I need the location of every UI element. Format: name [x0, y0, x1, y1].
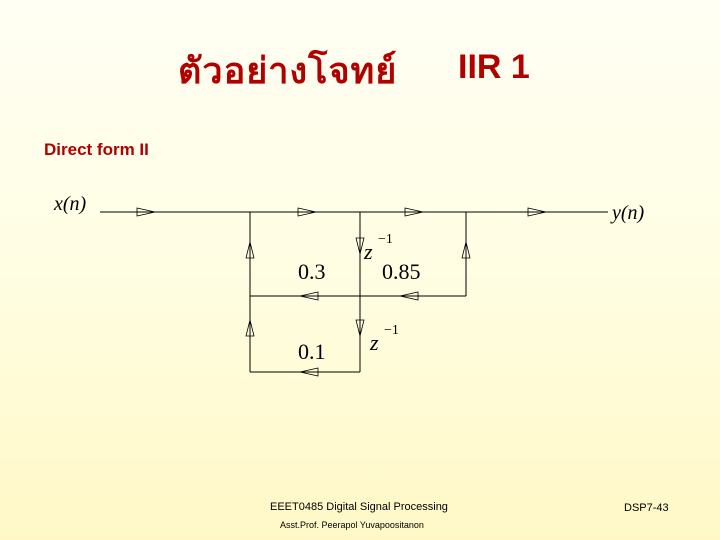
slide-subtitle: Direct form II — [44, 140, 149, 159]
feedforward-coefficient-1: 0.85 — [382, 259, 421, 284]
arrow-up-icon — [245, 241, 255, 259]
delay-1: z −1 — [363, 232, 393, 264]
arrow-down-icon — [355, 319, 365, 337]
arrow-right-icon — [527, 207, 547, 217]
arrow-left-icon — [399, 291, 419, 301]
arrow-up-icon — [461, 241, 471, 259]
delay-1-exponent: −1 — [378, 232, 393, 247]
arrows — [136, 207, 547, 377]
feedback-coefficient-2: 0.1 — [298, 339, 326, 364]
arrow-right-icon — [297, 207, 317, 217]
arrow-right-icon — [136, 207, 156, 217]
arrow-left-icon — [299, 367, 319, 377]
slide-title-english: IIR 1 — [458, 48, 530, 86]
delay-2-base: z — [369, 330, 379, 355]
delay-2-exponent: −1 — [384, 323, 399, 338]
signal-lines — [100, 211, 608, 373]
arrow-right-icon — [404, 207, 424, 217]
footer-page-number: DSP7-43 — [624, 502, 669, 514]
input-label: x(n) — [53, 193, 87, 215]
footer-course-name: EEET0485 Digital Signal Processing — [270, 501, 448, 513]
feedback-coefficient-1: 0.3 — [298, 259, 326, 284]
slide-title-thai: ตัวอย่างโจทย์ — [178, 50, 398, 92]
output-label: y(n) — [610, 202, 645, 224]
arrow-up-icon — [245, 319, 255, 337]
arrow-left-icon — [299, 291, 319, 301]
arrow-down-icon — [355, 237, 365, 255]
footer-author: Asst.Prof. Peerapol Yuvapoositanon — [280, 520, 424, 530]
delay-1-base: z — [363, 239, 373, 264]
delay-2: z −1 — [369, 323, 399, 355]
